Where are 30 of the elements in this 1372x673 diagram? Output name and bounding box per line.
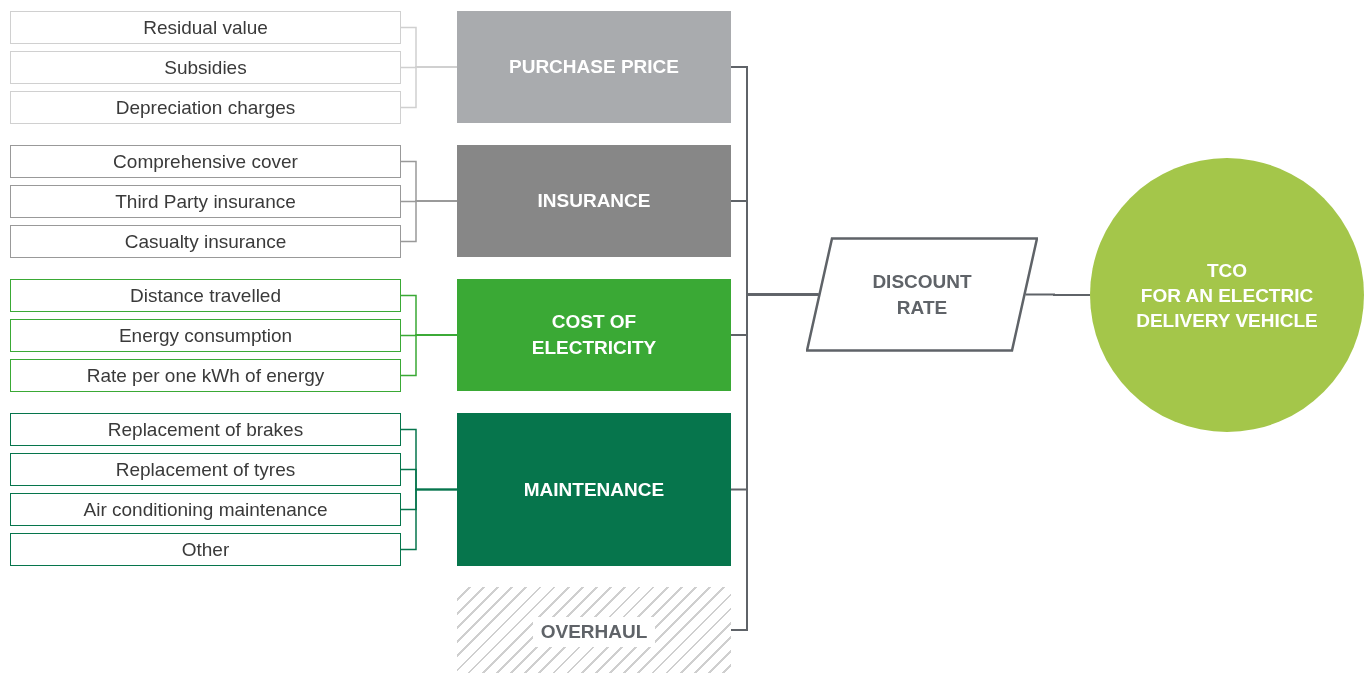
factor-box: Rate per one kWh of energy [10, 359, 401, 392]
connector-line [400, 66, 458, 109]
category-label: COST OF ELECTRICITY [530, 310, 658, 360]
factor-box: Air conditioning maintenance [10, 493, 401, 526]
category-box [457, 145, 731, 257]
circle-label: FOR AN ELECTRIC DELIVERY VEHICLE [1135, 283, 1319, 333]
factor-box: Subsidies [10, 51, 401, 84]
factor-box: Depreciation charges [10, 91, 401, 124]
category-label: INSURANCE [536, 189, 652, 213]
connector-line [400, 334, 458, 377]
category-label: PURCHASE PRICE [508, 55, 680, 79]
factor-box: Casualty insurance [10, 225, 401, 258]
category-label: MAINTENANCE [522, 477, 666, 502]
factor-box: Comprehensive cover [10, 145, 401, 178]
connector-line [400, 200, 458, 243]
factor-box: Replacement of brakes [10, 413, 401, 446]
factor-box: Residual value [10, 11, 401, 44]
category-box [457, 11, 731, 123]
connector-line [1024, 293, 1091, 296]
category-label: OVERHAUL [532, 617, 656, 647]
factor-box: Third Party insurance [10, 185, 401, 218]
category-box [457, 279, 731, 391]
factor-box: Other [10, 533, 401, 566]
parallelogram-label: DISCOUNT RATE [871, 269, 973, 320]
category-box [457, 413, 731, 566]
factor-box: Energy consumption [10, 319, 401, 352]
circle-label: TCO [1206, 258, 1248, 283]
factor-box: Distance travelled [10, 279, 401, 312]
factor-box: Replacement of tyres [10, 453, 401, 486]
connector-line [400, 488, 458, 551]
